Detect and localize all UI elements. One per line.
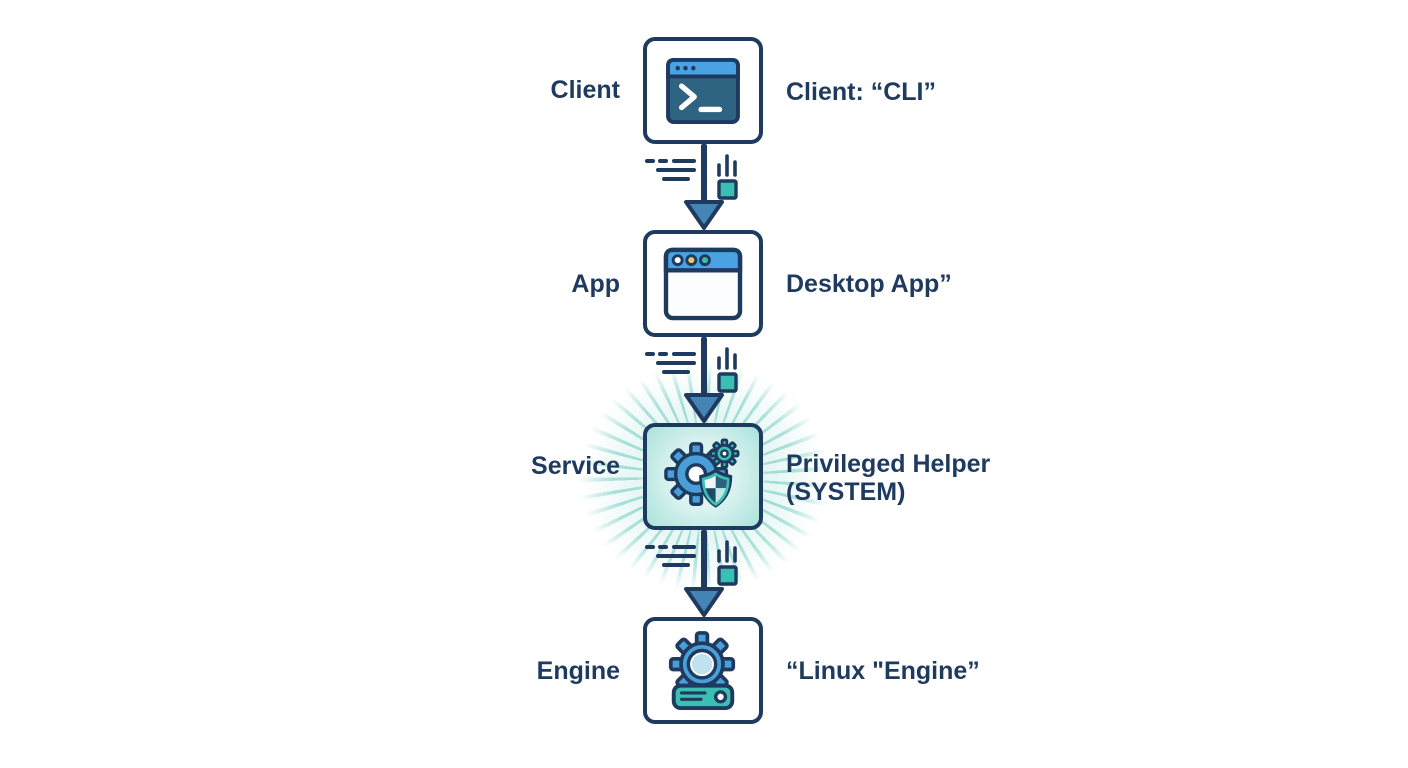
engine-left-label: Engine <box>536 657 620 685</box>
connector-line <box>701 530 707 593</box>
app-node-box <box>643 230 763 337</box>
client-left-label: Client <box>550 76 620 104</box>
app-right-label: Desktop App” <box>786 270 952 298</box>
connector-line <box>701 144 707 206</box>
app-window-icon <box>663 247 743 320</box>
engine-right-label: “Linux "Engine” <box>786 657 980 685</box>
service-right-label: Privileged Helper (SYSTEM) <box>786 450 990 506</box>
app-left-label: App <box>571 270 620 298</box>
service-node-box <box>643 423 763 530</box>
arrow-down-icon <box>684 587 724 617</box>
speed-lines-icon <box>645 159 696 181</box>
speed-lines-icon <box>645 352 696 374</box>
connector-service-engine <box>640 530 768 617</box>
arrow-down-icon <box>684 393 724 423</box>
data-transfer-icon <box>717 347 738 393</box>
gears-shield-icon <box>664 438 740 507</box>
service-right-label-line1: Privileged Helper <box>786 450 991 478</box>
engine-node-box <box>643 617 763 724</box>
speed-lines-icon <box>645 545 696 567</box>
service-left-label: Service <box>531 452 620 480</box>
data-transfer-icon <box>717 540 738 586</box>
connector-client-app <box>640 144 768 230</box>
data-transfer-icon <box>717 154 738 200</box>
connector-line <box>701 337 707 399</box>
terminal-icon <box>666 57 740 124</box>
connector-app-service <box>640 337 768 423</box>
service-right-label-line2: (SYSTEM) <box>786 478 906 506</box>
gear-server-icon <box>668 630 736 710</box>
arrow-down-icon <box>684 200 724 230</box>
client-node-box <box>643 37 763 144</box>
client-right-label: Client: “CLI” <box>786 78 936 106</box>
